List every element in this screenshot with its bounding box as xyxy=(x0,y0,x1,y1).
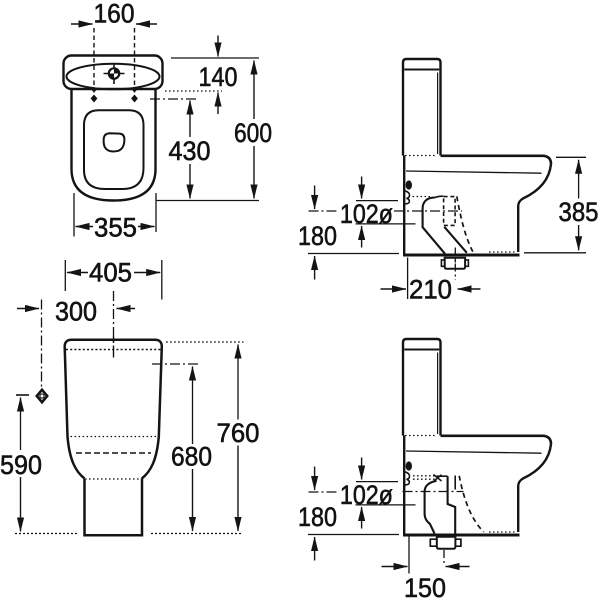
svg-text:150: 150 xyxy=(404,573,446,600)
svg-text:405: 405 xyxy=(89,258,132,288)
svg-text:355: 355 xyxy=(94,213,137,243)
svg-text:180: 180 xyxy=(298,502,337,532)
svg-text:210: 210 xyxy=(409,275,452,305)
svg-text:680: 680 xyxy=(171,442,212,472)
svg-text:102ø: 102ø xyxy=(340,480,393,510)
svg-text:600: 600 xyxy=(234,118,272,148)
svg-text:102ø: 102ø xyxy=(340,199,393,229)
svg-text:300: 300 xyxy=(55,297,97,327)
svg-text:430: 430 xyxy=(169,136,211,166)
svg-text:180: 180 xyxy=(298,221,337,251)
svg-text:385: 385 xyxy=(559,197,599,227)
svg-text:760: 760 xyxy=(217,418,260,448)
svg-text:160: 160 xyxy=(94,0,135,29)
svg-text:140: 140 xyxy=(199,62,238,92)
svg-text:590: 590 xyxy=(0,450,42,480)
